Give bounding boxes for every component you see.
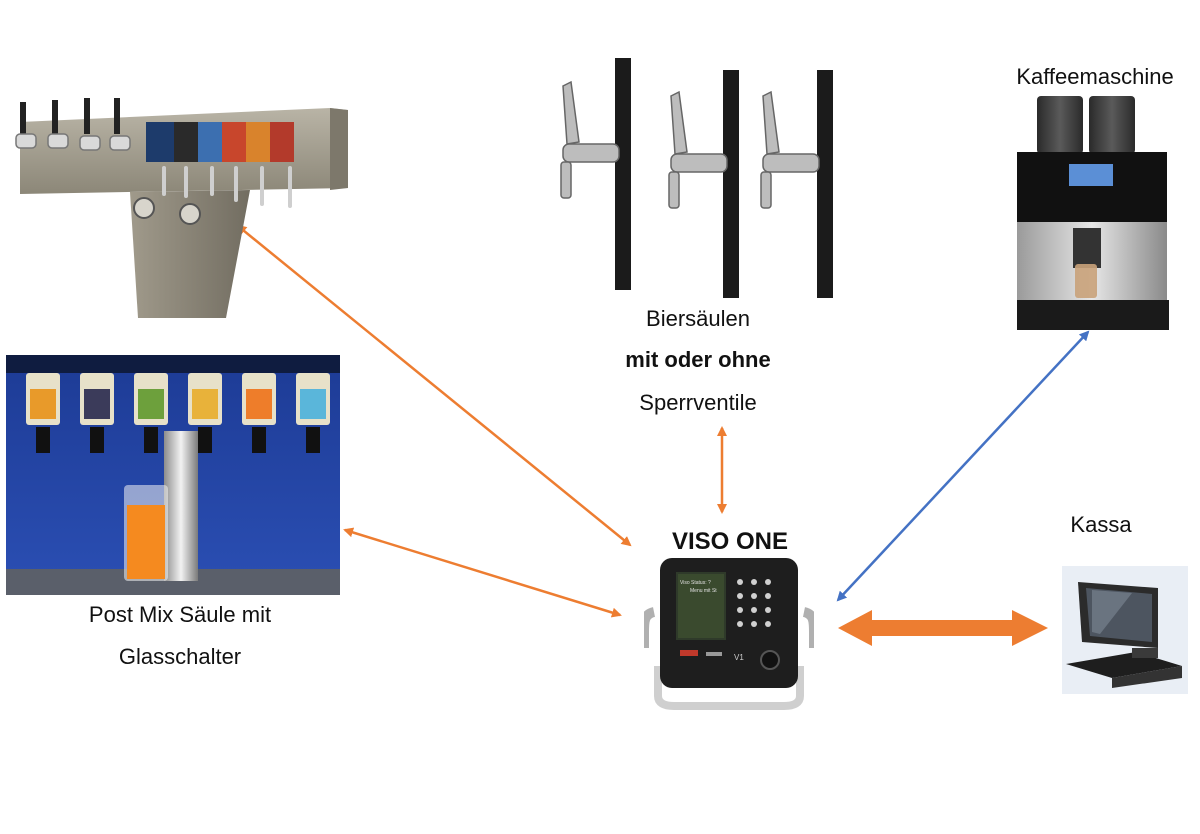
coffee-machine-icon <box>1017 96 1169 330</box>
viso-brand: V1 <box>734 653 744 662</box>
coffee-label: Kaffeemaschine <box>1016 64 1174 89</box>
arrow-viso-kassa <box>838 610 1048 646</box>
viso-screen-line-2: Menu mit St <box>690 588 717 594</box>
viso-label: VISO ONE <box>671 528 789 555</box>
postmix-tower-icon <box>6 355 340 595</box>
arrow-postmix-viso <box>343 527 622 618</box>
beer-column-icon <box>560 58 833 298</box>
beer-label-line-1: Biersäulen <box>646 306 750 331</box>
beer-label-line-2: mit oder ohne <box>625 347 771 372</box>
pos-register-icon <box>1062 566 1188 694</box>
arrow-coffee-viso <box>836 330 1090 602</box>
kassa-label: Kassa <box>1070 512 1132 537</box>
postmix-label-line-1: Post Mix Säule mit <box>88 602 272 627</box>
viso-screen-line-1: Viso Status: ? <box>680 580 711 586</box>
viso-terminal-icon: Viso Status: ? Menu mit St V1 <box>644 558 814 710</box>
beer-label-line-3: Sperrventile <box>639 390 757 415</box>
postmix-label-line-2: Glasschalter <box>118 644 242 669</box>
arrow-tapbar-viso <box>236 224 632 547</box>
tap-tower-icon <box>15 98 348 318</box>
